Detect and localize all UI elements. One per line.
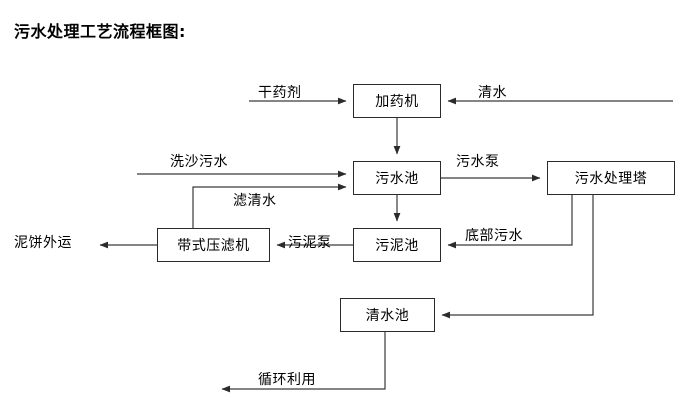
node-label: 清水池 (365, 308, 410, 324)
node-sewage-pool[interactable]: 污水池 (353, 161, 441, 195)
terminal-dry-chemical: 干药剂 (258, 85, 302, 101)
terminal-clean-water-input: 清水 (478, 85, 507, 101)
edge-label-sewage-pump: 污水泵 (456, 154, 500, 170)
edge-label-filtered-clear-water: 滤清水 (233, 193, 277, 209)
page-title: 污水处理工艺流程框图: (14, 22, 186, 41)
node-treatment-tower[interactable]: 污水处理塔 (547, 161, 675, 195)
edge-label-sludge-pump: 污泥泵 (288, 235, 332, 251)
node-dosing-machine[interactable]: 加药机 (353, 84, 441, 118)
node-belt-filter-press[interactable]: 带式压滤机 (157, 228, 270, 262)
node-label: 污水池 (375, 171, 419, 187)
terminal-sand-washing-wastewater: 洗沙污水 (170, 154, 228, 170)
edge-label-bottom-sewage: 底部污水 (465, 228, 523, 244)
terminal-mud-cake-outbound: 泥饼外运 (14, 235, 72, 251)
edge-tower-to-clear-pool (441, 195, 594, 319)
node-label: 污泥池 (375, 238, 419, 254)
node-label: 带式压滤机 (177, 238, 250, 254)
node-label: 污水处理塔 (574, 171, 648, 187)
node-clear-water-pool[interactable]: 清水池 (340, 298, 435, 332)
edge-label-recycle-reuse: 循环利用 (258, 372, 316, 388)
node-label: 加药机 (375, 94, 419, 110)
node-sludge-pool[interactable]: 污泥池 (353, 228, 441, 262)
